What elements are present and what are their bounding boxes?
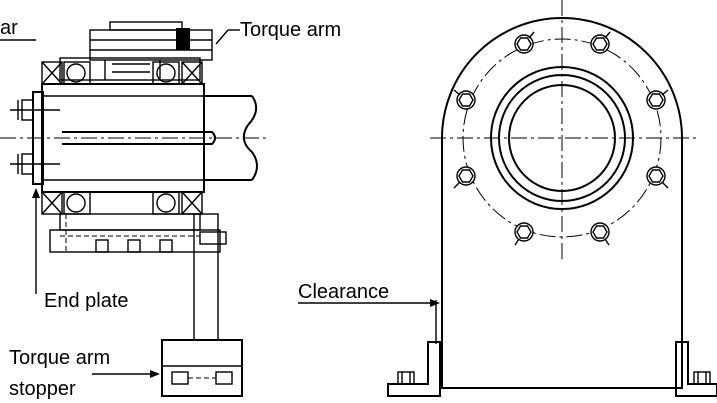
front-view [298, 0, 717, 397]
torque-arm-label: Torque arm [240, 19, 341, 41]
shaft [0, 95, 268, 181]
torque-arm-leader [215, 29, 229, 45]
lower-housing [49, 213, 227, 253]
clearance-label: Clearance [298, 281, 389, 303]
torque-arm-stopper-label-2: stopper [9, 378, 76, 400]
upper-bearings [41, 61, 203, 85]
flange-bolts [453, 31, 669, 246]
end-plate-label: End plate [44, 290, 129, 312]
lower-bearings [41, 191, 203, 215]
left-stopper-bracket [387, 341, 441, 397]
right-stopper-bracket [675, 341, 717, 397]
side-view [0, 21, 268, 397]
torque-arm-rod [161, 213, 243, 397]
top-housing [59, 21, 213, 81]
torque-arm-stopper-label-1: Torque arm [9, 347, 110, 369]
gear-label: ar [0, 17, 18, 39]
